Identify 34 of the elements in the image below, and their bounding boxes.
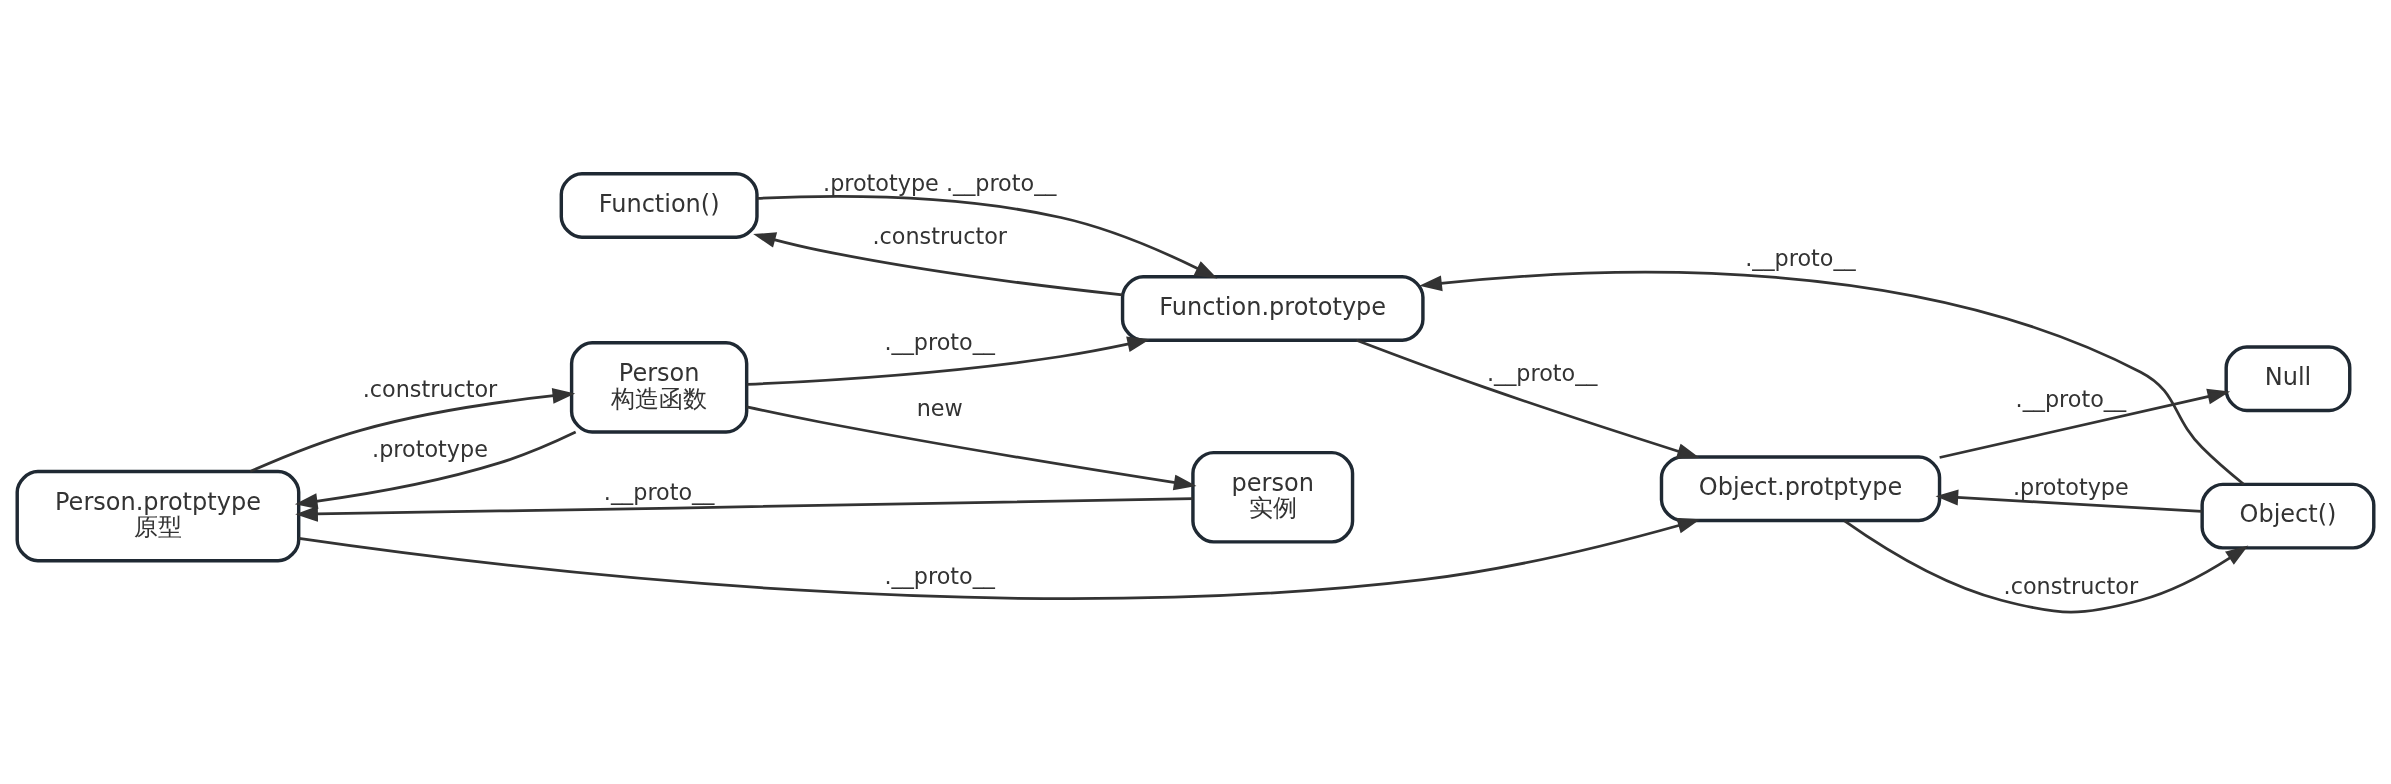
arrow bbox=[1419, 270, 2245, 485]
node-box: Null bbox=[2224, 344, 2352, 412]
edge-label: .__proto__ bbox=[1486, 359, 1598, 386]
edge-label: .constructor bbox=[362, 375, 498, 402]
arrow bbox=[753, 231, 1123, 296]
edge-label: .__proto__ bbox=[603, 478, 715, 505]
arrow bbox=[747, 335, 1151, 386]
node-box: Object.protptype bbox=[1659, 454, 1942, 522]
node-box: Function() bbox=[559, 171, 759, 239]
arrow bbox=[1356, 338, 1700, 459]
edge-label: .prototype bbox=[2012, 473, 2129, 500]
arrow bbox=[1843, 519, 2249, 613]
edge-label: .__proto__ bbox=[1745, 244, 1856, 271]
node-box: person 实例 bbox=[1191, 450, 1355, 544]
edge-label: .__proto__ bbox=[884, 328, 996, 355]
node-box: Person 构造函数 bbox=[569, 340, 749, 434]
node-box: Object() bbox=[2200, 482, 2376, 550]
arrow bbox=[757, 194, 1218, 278]
edge-label: .__proto__ bbox=[2015, 385, 2127, 412]
edge-label: .prototype .__proto__ bbox=[823, 169, 1057, 196]
arrow bbox=[249, 387, 576, 473]
edge-label: new bbox=[916, 394, 963, 421]
arrow bbox=[294, 430, 577, 509]
arrow bbox=[1935, 489, 2202, 513]
arrow bbox=[298, 517, 1701, 600]
edge-label: .constructor bbox=[2003, 572, 2139, 599]
node-box: Person.protptype 原型 bbox=[15, 469, 301, 562]
arrow bbox=[746, 405, 1197, 490]
edge-label: .prototype bbox=[372, 435, 488, 462]
arrow bbox=[1939, 388, 2231, 459]
node-box: Function.prototype bbox=[1120, 274, 1425, 342]
arrow bbox=[295, 496, 1193, 522]
edge-label: .__proto__ bbox=[884, 562, 996, 589]
edge-label: .constructor bbox=[872, 222, 1008, 249]
